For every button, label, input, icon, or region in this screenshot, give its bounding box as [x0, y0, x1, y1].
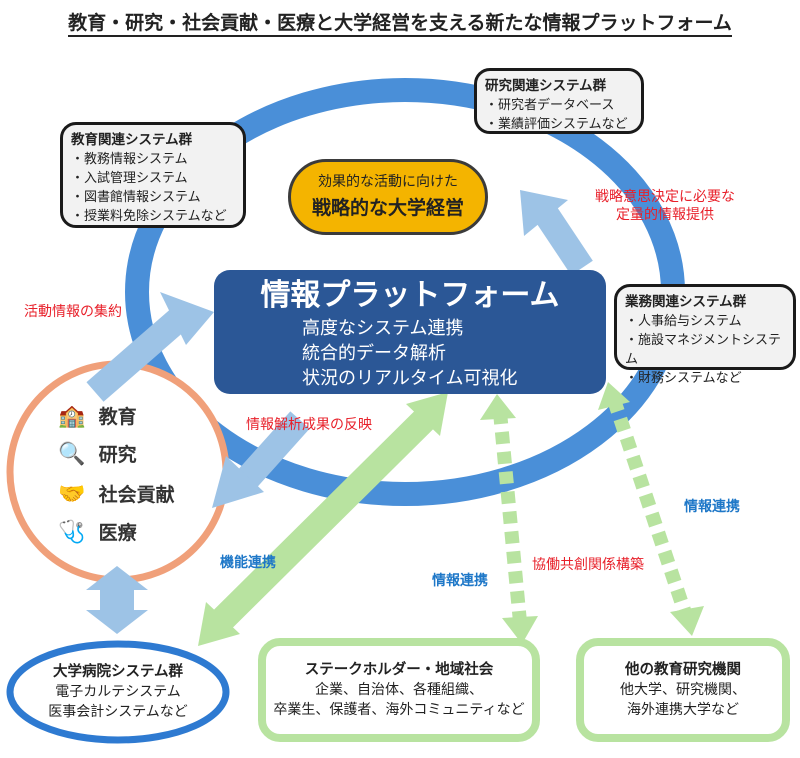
activities-ring [6, 360, 230, 584]
education-system-item: 図書館情報システム [71, 188, 235, 207]
page-title: 教育・研究・社会貢献・医療と大学経営を支える新たな情報プラットフォーム [0, 8, 800, 37]
info-link-label-mid: 情報連携 [432, 573, 488, 589]
management-subtitle: 効果的な活動に向けた [318, 174, 458, 190]
stakeholder-link-arrow [493, 411, 527, 623]
education-system-item: 授業料免除システムなど [71, 207, 235, 226]
platform-feature: 高度なシステム連携 [302, 318, 464, 339]
activity-label: 社会貢献 [98, 484, 175, 506]
handshake-icon: 🤝 [58, 482, 86, 507]
stakeholder-head-top [480, 394, 516, 420]
strategy-arrow [535, 206, 593, 276]
education-system-item: 教務情報システム [71, 150, 235, 169]
hospital-ellipse [6, 640, 230, 744]
magnifier-icon: 🔍 [58, 442, 86, 467]
activity-research: 🔍 研究 [52, 440, 192, 467]
reflect-arrow [238, 411, 310, 487]
institution-head-top [598, 382, 630, 410]
aggregate-label: 活動情報の集約 [24, 304, 122, 320]
platform-title: 情報プラットフォーム [260, 278, 560, 313]
strategy-label: 戦略意思決定に必要な 定量的情報提供 [595, 189, 735, 223]
institution-link-arrow [607, 397, 693, 619]
strategic-management-node: 効果的な活動に向けた 戦略的な大学経営 [288, 159, 488, 235]
activity-education: 🏫 教育 [52, 402, 192, 429]
stakeholder-frame [258, 638, 540, 742]
research-systems-box: 研究関連システム群 研究者データベース 業績評価システムなど [474, 68, 644, 134]
research-system-item: 研究者データベース [485, 96, 633, 115]
education-system-item: 入試管理システム [71, 169, 235, 188]
hospital-line: 医事会計システムなど [48, 704, 188, 720]
other-institutions: 他の教育研究機関 他大学、研究機関、 海外連携大学など [580, 660, 786, 720]
hospital-systems: 大学病院システム群 電子カルテシステム 医事会計システムなど [18, 662, 218, 722]
hospital-arrowhead-down [86, 610, 148, 634]
school-icon: 🏫 [58, 404, 86, 429]
cocreation-label: 協働共創関係構築 [532, 557, 644, 573]
platform-feature: 状況のリアルタイム可視化 [302, 368, 518, 389]
hospital-arrowhead-up [86, 566, 148, 590]
management-title: 戦略的な大学経営 [311, 197, 464, 219]
activity-medical: 🩺 医療 [52, 518, 192, 545]
stakeholders-heading: ステークホルダー・地域社会 [304, 662, 494, 678]
institution-head-bottom [670, 606, 704, 636]
strategy-arrowhead [520, 190, 568, 236]
reflect-arrowhead [212, 456, 264, 508]
function-link-head-top [406, 392, 448, 436]
business-systems-box: 業務関連システム群 人事給与システム 施設マネジメントシステム 財務システムなど [614, 284, 796, 386]
activity-social: 🤝 社会貢献 [52, 480, 192, 507]
reflect-label: 情報解析成果の反映 [246, 417, 372, 433]
business-system-item: 人事給与システム [625, 312, 785, 331]
activity-label: 医療 [98, 522, 137, 544]
institutions-heading: 他の教育研究機関 [625, 662, 741, 678]
business-system-item: 財務システムなど [625, 369, 785, 388]
institution-frame [576, 638, 790, 742]
aggregate-arrowhead [160, 292, 214, 345]
info-link-label-right: 情報連携 [684, 499, 740, 515]
activity-label: 研究 [98, 444, 137, 466]
business-systems-heading: 業務関連システム群 [625, 294, 747, 310]
stakeholders-line: 卒業生、保護者、海外コミュニティなど [273, 702, 525, 718]
function-link-arrow [208, 404, 440, 634]
hospital-heading: 大学病院システム群 [52, 664, 184, 680]
institutions-line: 海外連携大学など [627, 702, 739, 718]
institutions-line: 他大学、研究機関、 [620, 682, 746, 698]
stakeholders: ステークホルダー・地域社会 企業、自治体、各種組織、 卒業生、保護者、海外コミュ… [262, 660, 536, 720]
education-systems-box: 教育関連システム群 教務情報システム 入試管理システム 図書館情報システム 授業… [60, 122, 246, 228]
research-system-item: 業績評価システムなど [485, 115, 633, 134]
stakeholder-head-bottom [502, 616, 538, 644]
stethoscope-icon: 🩺 [58, 520, 86, 545]
education-systems-heading: 教育関連システム群 [71, 132, 193, 148]
aggregate-arrow [86, 308, 189, 402]
hospital-line: 電子カルテシステム [55, 684, 181, 700]
activity-label: 教育 [98, 406, 137, 428]
function-link-label: 機能連携 [220, 555, 276, 571]
information-platform: 情報プラットフォーム 高度なシステム連携 統合的データ解析 状況のリアルタイム可… [214, 270, 606, 394]
business-system-item: 施設マネジメントシステム [625, 331, 785, 369]
research-systems-heading: 研究関連システム群 [485, 78, 607, 94]
platform-feature: 統合的データ解析 [302, 343, 446, 364]
stakeholders-line: 企業、自治体、各種組織、 [315, 682, 483, 698]
function-link-head-bottom [198, 602, 240, 646]
